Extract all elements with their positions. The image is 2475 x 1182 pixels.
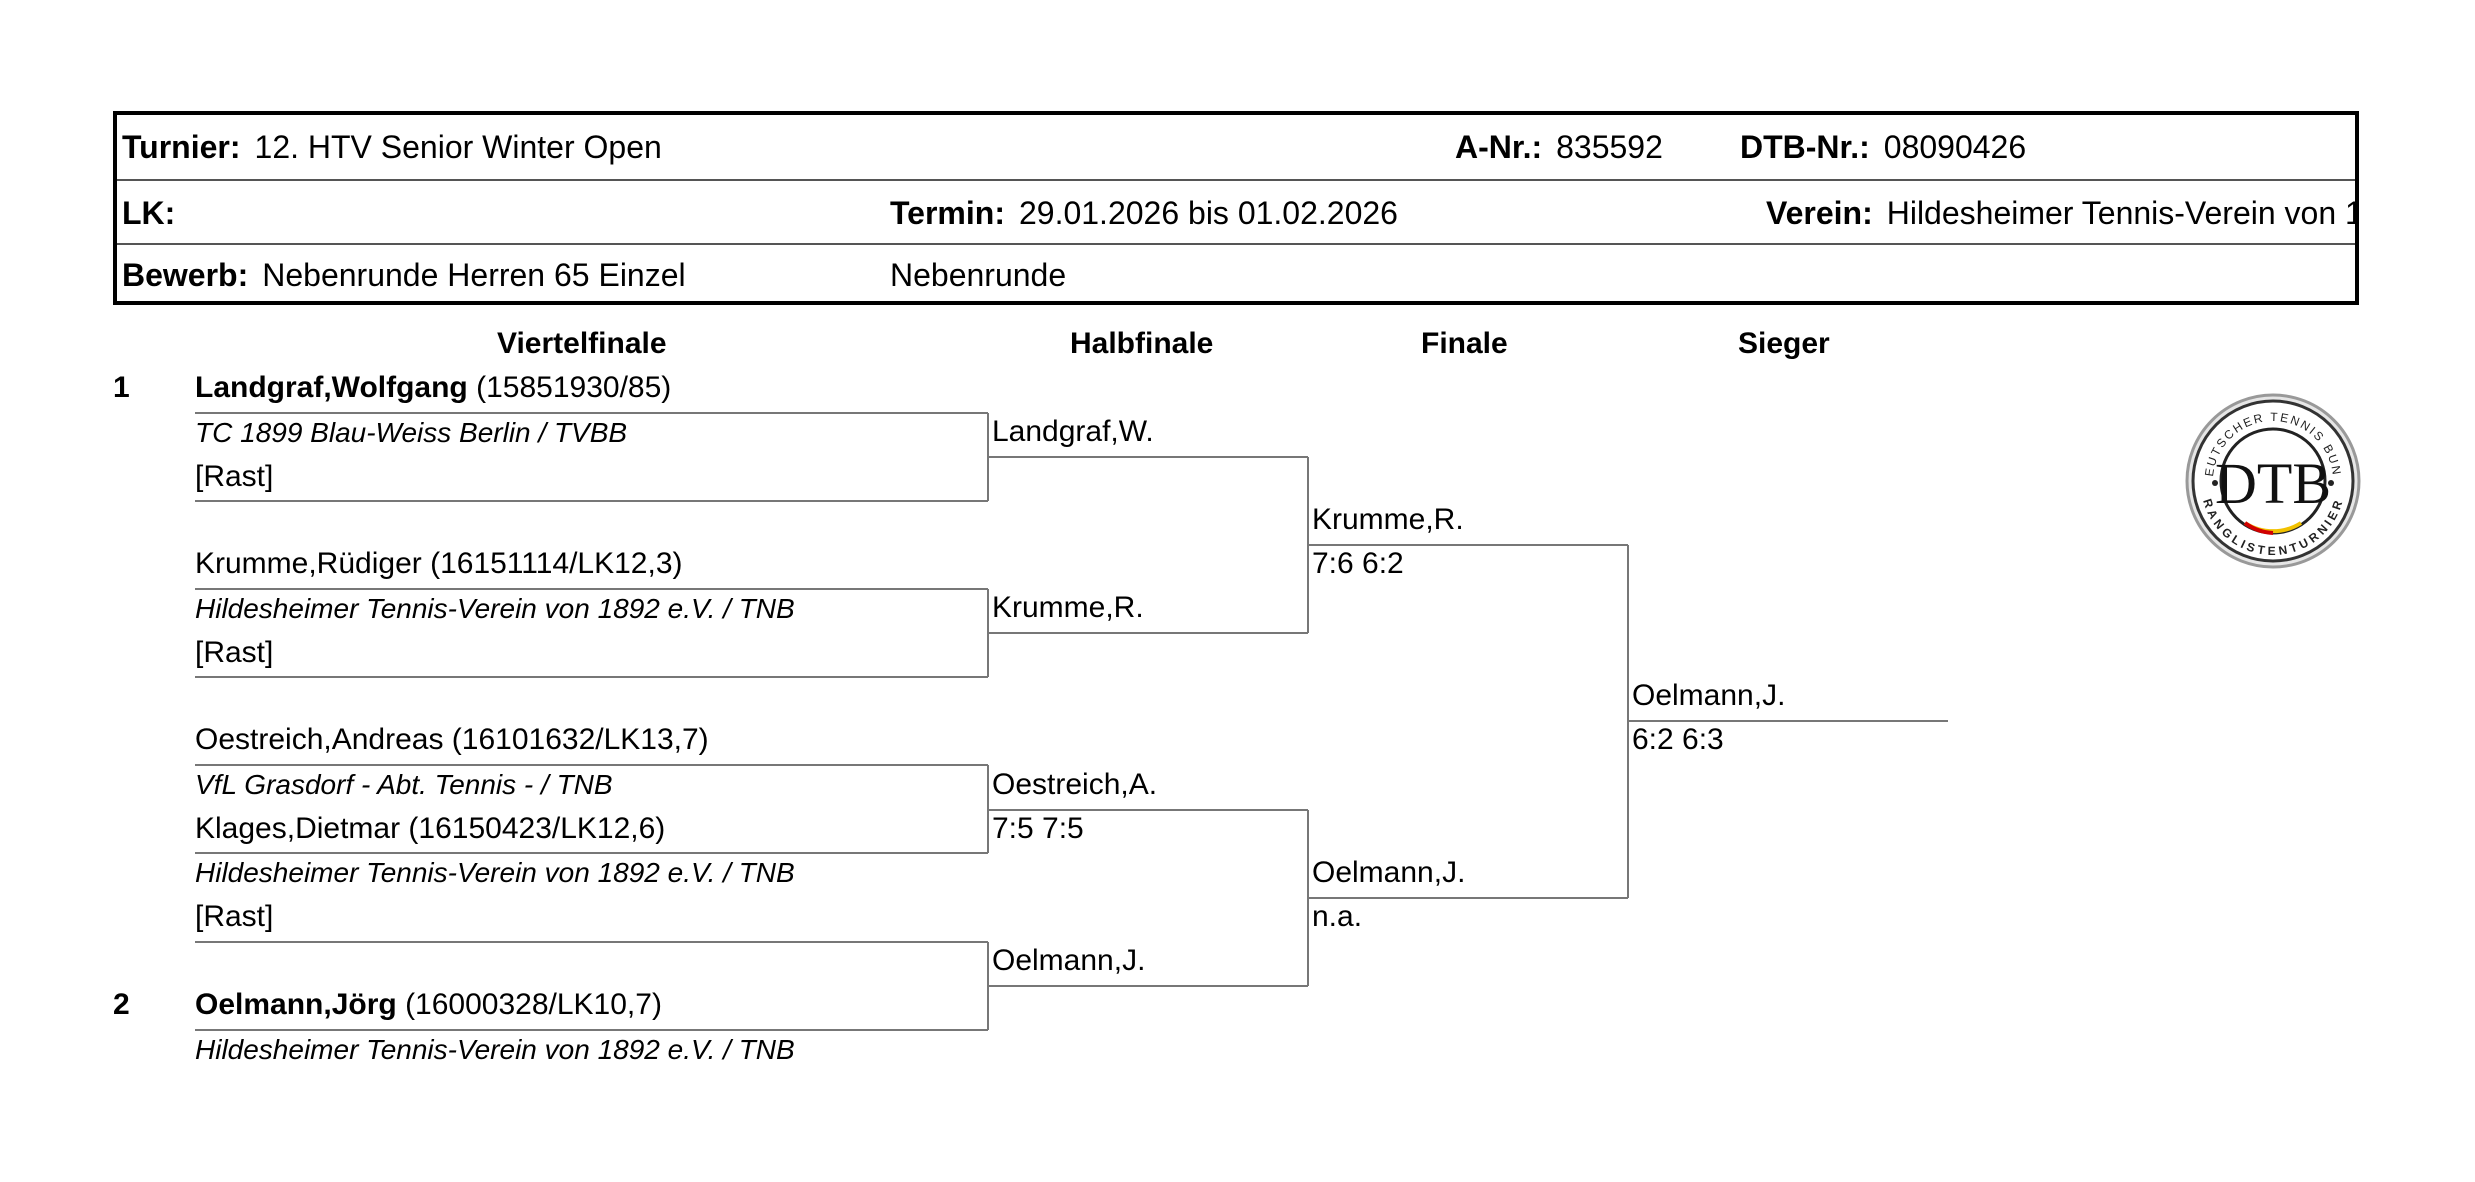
- turnier-field: Turnier: 12. HTV Senior Winter Open: [122, 115, 662, 179]
- seed-number: 2: [113, 988, 130, 1021]
- halbfinale-player: Landgraf,W.: [992, 415, 1154, 448]
- player-name: Landgraf,Wolfgang: [195, 371, 468, 404]
- player-name: Oelmann,Jörg: [195, 988, 397, 1021]
- finale-player: Oelmann,J.: [1312, 856, 1466, 889]
- lk-field: LK:: [122, 181, 189, 245]
- sieger-player: Oelmann,J.: [1632, 679, 1786, 712]
- tournament-header: Turnier: 12. HTV Senior Winter Open A-Nr…: [113, 111, 2359, 305]
- player-club: VfL Grasdorf - Abt. Tennis - / TNB: [195, 769, 613, 800]
- termin-value: 29.01.2026 bis 01.02.2026: [1018, 194, 1398, 231]
- verein-field: Verein: Hildesheimer Tennis-Verein von 1…: [1766, 181, 2355, 245]
- player-club: TC 1899 Blau-Weiss Berlin / TVBB: [195, 417, 628, 448]
- finale-score: 7:6 6:2: [1312, 547, 1404, 580]
- halbfinale-player: Oelmann,J.: [992, 944, 1146, 977]
- bye-entry: [Rast]: [195, 636, 274, 669]
- dtbnr-field: DTB-Nr.: 08090426: [1740, 115, 2026, 179]
- halbfinale-player: Oestreich,A.: [992, 768, 1158, 801]
- halbfinale-score: 7:5 7:5: [992, 812, 1084, 845]
- anr-value: 835592: [1556, 128, 1663, 165]
- finale-player: Krumme,R.: [1312, 503, 1464, 536]
- player-entry: Oelmann,Jörg (16000328/LK10,7): [195, 987, 662, 1023]
- runde-field: Nebenrunde: [890, 243, 1066, 307]
- sieger-score: 6:2 6:3: [1632, 723, 1724, 756]
- dtbnr-value: 08090426: [1883, 128, 2027, 165]
- bewerb-value: Nebenrunde Herren 65 Einzel: [262, 256, 686, 293]
- player-club: Hildesheimer Tennis-Verein von 1892 e.V.…: [195, 857, 795, 888]
- halbfinale-player: Krumme,R.: [992, 591, 1144, 624]
- player-entry: Landgraf,Wolfgang (15851930/85): [195, 370, 671, 406]
- verein-value: Hildesheimer Tennis-Verein von 1892 e.V.: [1886, 194, 2355, 231]
- logo-text: DTB: [2215, 451, 2331, 516]
- player-club: Hildesheimer Tennis-Verein von 1892 e.V.…: [195, 1034, 795, 1065]
- player-id: (15851930/85): [476, 371, 672, 404]
- bye-entry: [Rast]: [195, 900, 274, 933]
- player-id: (16000328/LK10,7): [405, 988, 662, 1021]
- lk-label: LK:: [122, 194, 176, 231]
- termin-label: Termin:: [890, 194, 1005, 231]
- termin-field: Termin: 29.01.2026 bis 01.02.2026: [890, 181, 1398, 245]
- player-club: Hildesheimer Tennis-Verein von 1892 e.V.…: [195, 593, 795, 624]
- turnier-value: 12. HTV Senior Winter Open: [254, 128, 662, 165]
- bewerb-label: Bewerb:: [122, 256, 249, 293]
- player-entry: Oestreich,Andreas (16101632/LK13,7): [195, 723, 709, 756]
- player-entry: Klages,Dietmar (16150423/LK12,6): [195, 812, 666, 845]
- turnier-label: Turnier:: [122, 128, 241, 165]
- dtb-logo: DEUTSCHER TENNIS BUND RANGLISTENTURNIER …: [2183, 391, 2361, 569]
- runde-value: Nebenrunde: [890, 256, 1067, 293]
- verein-label: Verein:: [1766, 194, 1873, 231]
- dtbnr-label: DTB-Nr.:: [1740, 128, 1870, 165]
- anr-label: A-Nr.:: [1455, 128, 1543, 165]
- player-entry: Krumme,Rüdiger (16151114/LK12,3): [195, 547, 683, 580]
- seed-number: 1: [113, 371, 130, 404]
- bewerb-field: Bewerb: Nebenrunde Herren 65 Einzel: [122, 243, 686, 307]
- round-heading-sieger: Sieger: [1738, 327, 1830, 360]
- round-heading-finale: Finale: [1421, 327, 1508, 360]
- bye-entry: [Rast]: [195, 460, 274, 493]
- anr-field: A-Nr.: 835592: [1455, 115, 1663, 179]
- round-heading-halbfinale: Halbfinale: [1070, 327, 1214, 360]
- round-heading-viertelfinale: Viertelfinale: [497, 327, 667, 360]
- finale-score: n.a.: [1312, 900, 1363, 933]
